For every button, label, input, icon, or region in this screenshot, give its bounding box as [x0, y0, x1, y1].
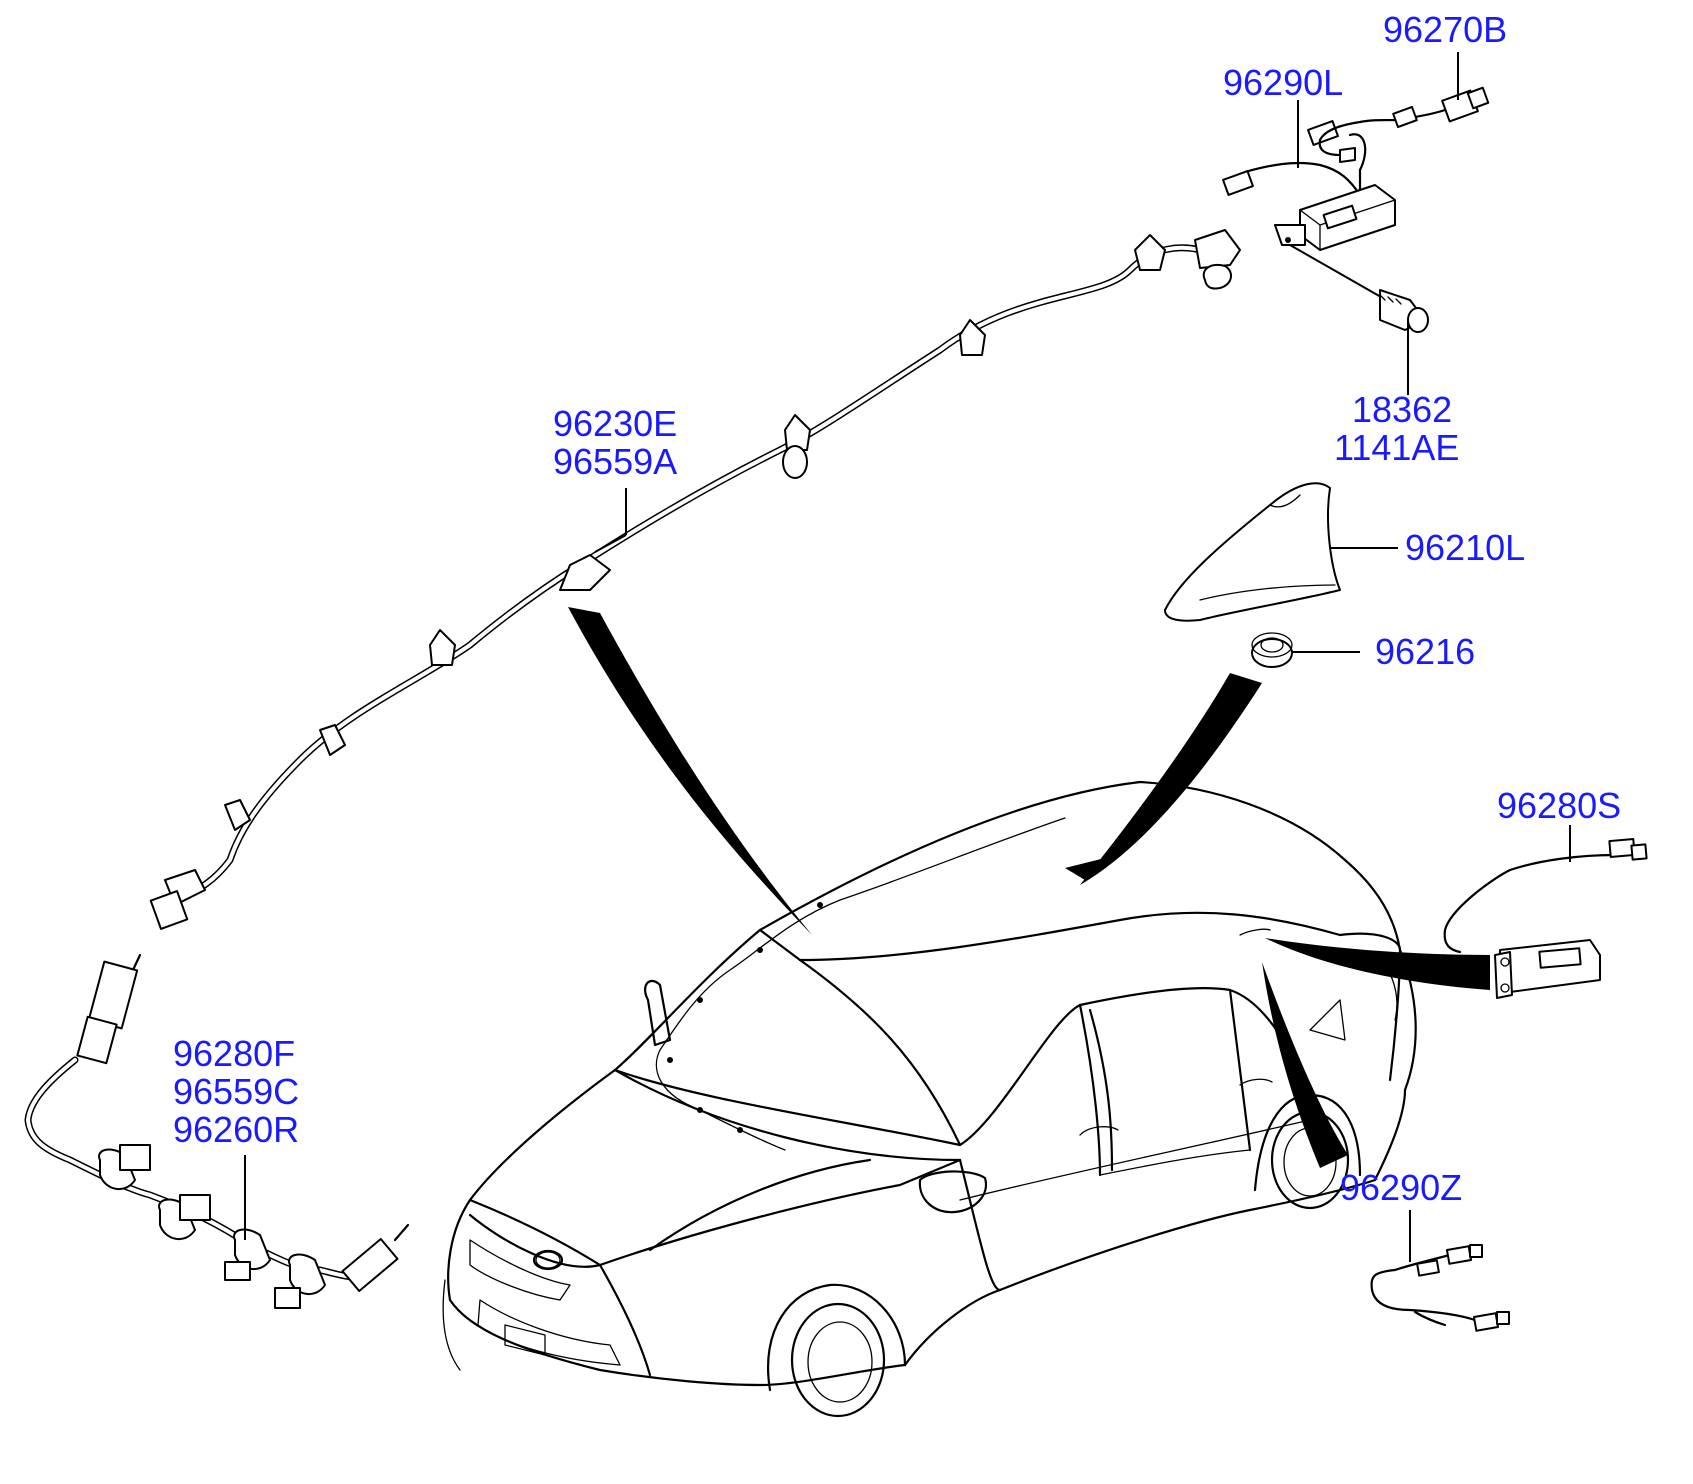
nut-96216 — [1251, 632, 1293, 668]
feeder-cable-96280F — [24, 953, 410, 1309]
label-96559C[interactable]: 96559C — [173, 1071, 300, 1112]
label-96290Z[interactable]: 96290Z — [1340, 1167, 1463, 1208]
screw-18362 — [1289, 244, 1429, 333]
amplifier-module-96290L — [1222, 120, 1396, 251]
car-outline — [442, 780, 1417, 1418]
label-96230E[interactable]: 96230E — [553, 403, 678, 444]
leader-lines — [244, 52, 1571, 1262]
label-1141AE[interactable]: 1141AE — [1334, 427, 1460, 468]
cable-96270B — [1318, 86, 1490, 163]
callout-wedges — [568, 607, 1490, 1168]
label-96270B[interactable]: 96270B — [1383, 9, 1508, 50]
label-96280F[interactable]: 96280F — [173, 1033, 296, 1074]
label-96260R[interactable]: 96260R — [173, 1109, 300, 1150]
label-96559A[interactable]: 96559A — [553, 441, 678, 482]
module-96280S — [1443, 837, 1648, 999]
antenna-cable-96230E — [149, 229, 1241, 930]
label-96216[interactable]: 96216 — [1375, 631, 1476, 672]
label-96210L[interactable]: 96210L — [1405, 527, 1526, 568]
roof-harness — [655, 817, 1271, 1151]
shark-fin-antenna-96210L — [1164, 482, 1341, 622]
label-18362[interactable]: 18362 — [1352, 389, 1453, 430]
cable-96290Z — [1370, 1244, 1510, 1332]
label-96280S[interactable]: 96280S — [1497, 785, 1622, 826]
label-96290L[interactable]: 96290L — [1223, 62, 1344, 103]
